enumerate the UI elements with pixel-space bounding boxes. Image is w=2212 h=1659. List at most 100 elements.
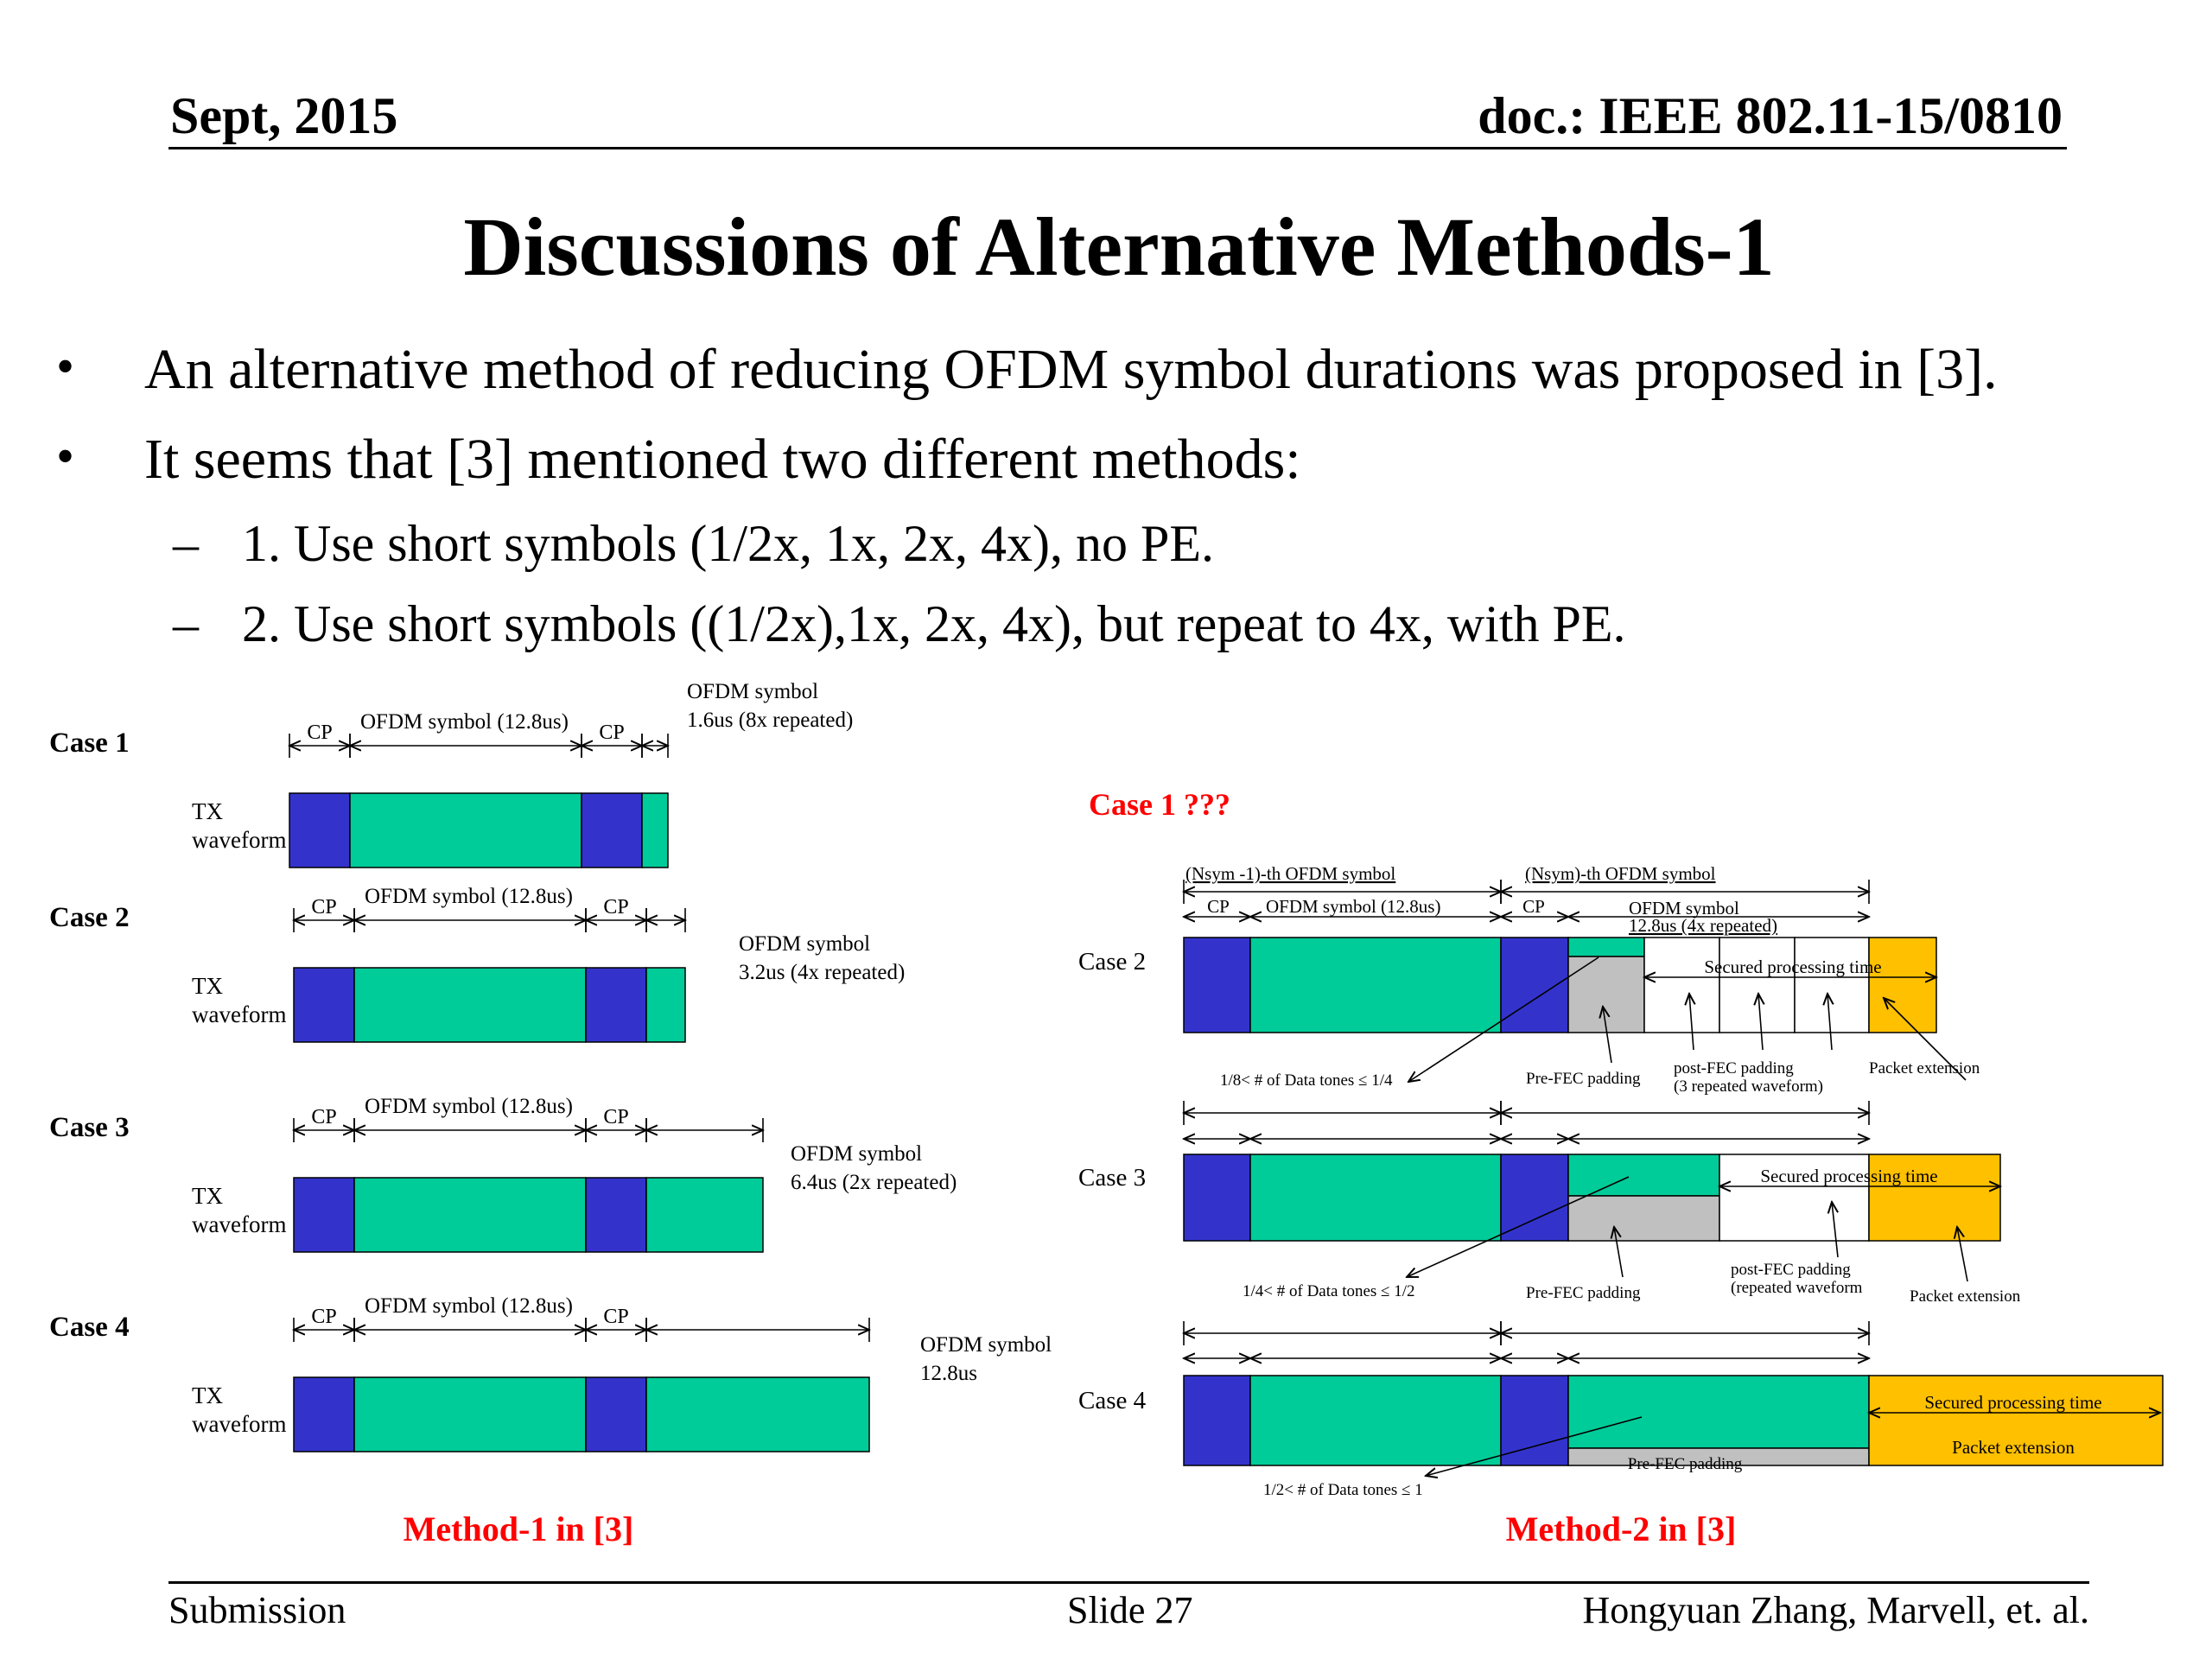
case-label: Case 3 (49, 1112, 130, 1143)
tx-label: TX (192, 973, 223, 999)
bullet-2: • It seems that [3] mentioned two differ… (0, 427, 2212, 496)
cp-block (585, 1177, 647, 1253)
cp-label: CP (603, 896, 628, 918)
pe-label: Packet extension (1910, 1287, 2021, 1306)
pre-fec-leader (1603, 1007, 1612, 1064)
sub-bullet-1-text: 1. Use short symbols (1/2x, 1x, 2x, 4x),… (242, 515, 1214, 572)
case-label: Case 3 (1078, 1164, 1146, 1192)
cp-block (1183, 1154, 1251, 1242)
cp-label: CP (311, 896, 336, 918)
pre-fec-padding-block (1567, 956, 1645, 1033)
last-symbol-desc: 12.8us (4x repeated) (1629, 915, 1777, 936)
packet-extension-block (1868, 1154, 2001, 1242)
tones-leader (1408, 957, 1599, 1082)
cp-label: CP (603, 1106, 628, 1128)
footer-submission: Submission (168, 1589, 346, 1631)
cp-label: CP (307, 721, 332, 744)
dash-mark: – (173, 515, 199, 572)
short-symbol-label: OFDM symbol (791, 1142, 922, 1166)
tx-label: TX (192, 1382, 223, 1408)
post-fec-label: (3 repeated waveform) (1674, 1077, 1823, 1096)
cp-block (293, 1177, 355, 1253)
case1-question: Case 1 ??? (1089, 787, 1230, 822)
tones-leader (1407, 1176, 1630, 1277)
data-block (1567, 937, 1645, 957)
cp-label: CP (311, 1306, 336, 1328)
packet-extension-block (1868, 1375, 2164, 1466)
post-fec-block (1719, 1154, 1870, 1242)
cp-block (1500, 1375, 1569, 1466)
short-symbol-block (645, 967, 686, 1043)
tones-leader (1426, 1416, 1643, 1476)
symbol-label: OFDM symbol (12.8us) (365, 885, 573, 908)
post-fec-label: post-FEC padding (1674, 1059, 1794, 1077)
post-fec-label: (repeated waveform (1731, 1279, 1863, 1297)
short-symbol-label: 1.6us (8x repeated) (687, 709, 853, 732)
dash-mark: – (173, 595, 199, 652)
ofdm-symbol-block (1249, 937, 1502, 1033)
symbol-label: OFDM symbol (12.8us) (365, 1095, 573, 1118)
short-symbol-block (645, 1376, 870, 1452)
post-fec-leader (1758, 994, 1763, 1051)
pe-label: Packet extension (1952, 1437, 2075, 1458)
pe-label: Packet extension (1869, 1059, 1980, 1077)
tones-label: 1/2< # of Data tones ≤ 1 (1263, 1481, 1423, 1499)
header-doc-id: doc.: IEEE 802.11-15/0810 (1478, 87, 2063, 144)
secured-time-label: Secured processing time (1704, 957, 1881, 977)
method-2-diagram: Case 1 ??? Case 2(Nsym -1)-th OFDM symbol… (1078, 787, 2164, 1548)
pre-fec-label: Pre-FEC padding (1628, 1455, 1743, 1473)
tones-label: 1/8< # of Data tones ≤ 1/4 (1220, 1071, 1393, 1090)
short-symbol-label: OFDM symbol (687, 680, 818, 703)
pe-leader (1884, 998, 1967, 1081)
case-label: Case 4 (49, 1312, 130, 1343)
pe-leader (1957, 1227, 1968, 1282)
secured-time-label: Secured processing time (1924, 1392, 2101, 1413)
cp-block (1183, 1375, 1251, 1466)
cp-label: CP (311, 1106, 336, 1128)
ofdm-symbol-block (353, 1376, 587, 1452)
symbol-label: OFDM symbol (12.8us) (360, 710, 569, 734)
symbol-label: OFDM symbol (12.8us) (365, 1294, 573, 1318)
bullet-mark: • (56, 428, 75, 485)
tx-label: TX (192, 798, 223, 824)
short-symbol-label: OFDM symbol (739, 932, 870, 956)
short-symbol-label: OFDM symbol (920, 1333, 1052, 1357)
cp-block (585, 1376, 647, 1452)
pre-fec-padding-block (1567, 1195, 1720, 1242)
secured-time-label: Secured processing time (1760, 1166, 1937, 1186)
ofdm-symbol-block (353, 1177, 587, 1253)
header-date: Sept, 2015 (170, 87, 398, 144)
pre-fec-leader (1614, 1227, 1624, 1278)
symbol-label: OFDM symbol (12.8us) (1266, 896, 1440, 917)
tx-label: waveform (192, 1001, 286, 1027)
tx-label: waveform (192, 827, 286, 853)
last-symbol-desc: OFDM symbol (1629, 898, 1739, 918)
data-block (1567, 1154, 1720, 1197)
pre-fec-label: Pre-FEC padding (1526, 1070, 1641, 1088)
cp-block (293, 967, 355, 1043)
post-fec-block (1719, 937, 1796, 1033)
tones-label: 1/4< # of Data tones ≤ 1/2 (1243, 1282, 1415, 1300)
pre-fec-label: Pre-FEC padding (1526, 1284, 1641, 1302)
bullet-1: • An alternative method of reducing OFDM… (0, 337, 2212, 406)
footer-divider (168, 1581, 2089, 1584)
cp-block (289, 792, 351, 868)
method2-case-2: Case 2(Nsym -1)-th OFDM symbol(Nsym)-th … (1078, 863, 1980, 1096)
footer-slide-number: Slide 27 (1067, 1589, 1193, 1631)
ofdm-symbol-block (353, 967, 587, 1043)
cp-label: CP (1207, 896, 1230, 917)
case-label: Case 2 (49, 902, 130, 933)
case-label: Case 1 (49, 728, 130, 759)
ofdm-symbol-block (1249, 1154, 1502, 1242)
post-fec-leader (1832, 1202, 1838, 1258)
cp-block (581, 792, 643, 868)
bullet-mark: • (56, 338, 75, 395)
cp-block (1183, 937, 1251, 1033)
short-symbol-block (645, 1177, 764, 1253)
tx-label: waveform (192, 1411, 286, 1437)
